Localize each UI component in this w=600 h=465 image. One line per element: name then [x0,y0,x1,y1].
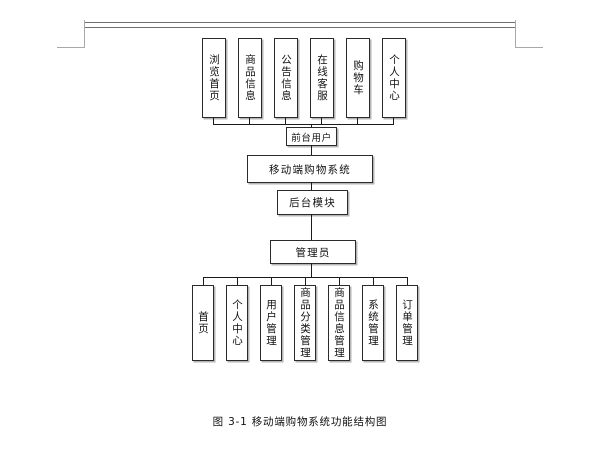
front-module-label-4: 在线客服 [316,54,328,102]
front-module-label-1: 浏览首页 [208,54,220,102]
back-module-box-6[interactable]: 系统管理 [362,285,384,361]
node-system-label: 移动端购物系统 [269,163,351,176]
edge-back-drop-4 [305,277,307,286]
header-corner-tick-right-vertical [515,20,516,48]
edge-system-to-back-module [311,182,313,191]
edge-bus-to-front-user [311,124,313,128]
edge-front-bus [213,124,394,126]
front-module-label-3: 公告信息 [280,54,292,102]
node-system[interactable]: 移动端购物系统 [247,155,373,183]
back-module-label-7: 订单管理 [401,299,413,347]
edge-back-drop-6 [373,277,375,286]
edge-front-user-to-system [311,145,313,156]
back-module-box-7[interactable]: 订单管理 [396,285,418,361]
edge-front-drop-1 [213,118,215,125]
node-back-module-label: 后台模块 [289,197,336,209]
node-front-user-label: 前台用户 [291,132,332,144]
edge-back-drop-3 [271,277,273,286]
front-module-box-5[interactable]: 购物车 [346,38,370,118]
edge-back-module-to-admin [311,214,313,241]
edge-front-drop-3 [285,118,287,125]
back-module-box-2[interactable]: 个人中心 [226,285,248,361]
edge-front-drop-6 [393,118,395,125]
back-module-label-2: 个人中心 [231,299,243,347]
back-module-box-3[interactable]: 用户管理 [260,285,282,361]
edge-back-drop-5 [339,277,341,286]
back-module-box-4[interactable]: 商品分类管理 [294,285,316,361]
header-rule-lower [84,27,516,28]
front-module-box-3[interactable]: 公告信息 [274,38,298,118]
header-corner-tick-right-horizontal [515,47,543,48]
node-admin[interactable]: 管理员 [270,240,356,264]
front-module-label-5: 购物车 [352,60,364,96]
edge-back-drop-7 [407,277,409,286]
edge-back-drop-1 [203,277,205,286]
front-module-label-6: 个人中心 [388,54,400,102]
back-module-box-1[interactable]: 首页 [192,285,214,361]
header-corner-tick-left-vertical [84,20,85,48]
back-module-label-5: 商品信息管理 [333,287,345,359]
node-admin-label: 管理员 [295,246,331,259]
front-module-box-6[interactable]: 个人中心 [382,38,406,118]
edge-front-drop-2 [249,118,251,125]
header-corner-tick-left-horizontal [57,47,85,48]
back-module-label-6: 系统管理 [367,299,379,347]
node-back-module[interactable]: 后台模块 [277,190,348,215]
back-module-label-3: 用户管理 [265,299,277,347]
figure-caption: 图 3-1 移动端购物系统功能结构图 [212,416,388,428]
edge-admin-to-back-bus [311,263,313,278]
node-front-user[interactable]: 前台用户 [286,127,337,146]
back-module-box-5[interactable]: 商品信息管理 [328,285,350,361]
edge-back-drop-2 [237,277,239,286]
front-module-box-1[interactable]: 浏览首页 [202,38,226,118]
back-module-label-1: 首页 [197,311,209,335]
back-module-label-4: 商品分类管理 [299,287,311,359]
header-rule-upper [84,22,516,23]
front-module-label-2: 商品信息 [244,54,256,102]
front-module-box-4[interactable]: 在线客服 [310,38,334,118]
edge-front-drop-4 [321,118,323,125]
edge-front-drop-5 [357,118,359,125]
front-module-box-2[interactable]: 商品信息 [238,38,262,118]
